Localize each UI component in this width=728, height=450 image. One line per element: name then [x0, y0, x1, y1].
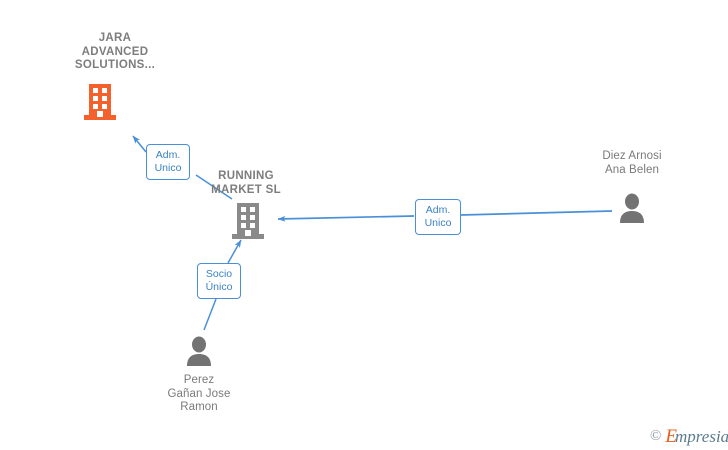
node-label-diez-arnosi: Diez Arnosi Ana Belen	[602, 150, 662, 176]
node-label-jara: JARA ADVANCED SOLUTIONS...	[74, 32, 156, 71]
node-label-running-market: RUNNING MARKET SL	[211, 170, 281, 196]
person-icon[interactable]	[184, 336, 214, 373]
edge-running-market-to-relation-jara	[195, 174, 233, 200]
edge-relation-jara-to-jara-building	[132, 135, 147, 153]
edge-relation-to-running-market-socio	[227, 239, 242, 264]
watermark-brand-initial: E	[665, 426, 678, 447]
copyright-icon: ©	[650, 428, 662, 444]
node-label-perez-ganan: Perez Gañan Jose Ramon	[167, 374, 231, 413]
watermark-brand-rest: mpresia	[675, 427, 728, 446]
person-icon[interactable]	[617, 193, 647, 230]
building-icon[interactable]	[83, 82, 119, 127]
relation-box-socio-unico[interactable]: Socio Único	[197, 263, 241, 299]
edge-relation-to-running-market	[277, 215, 415, 222]
building-icon[interactable]	[231, 201, 267, 246]
relation-box-adm-unico-jara[interactable]: Adm. Unico	[146, 144, 190, 180]
empresia-watermark: © E mpresia	[650, 427, 728, 446]
edge-perez-ganan-to-relation	[203, 298, 217, 331]
edge-diez-arnosi-to-relation	[460, 210, 613, 216]
relation-box-adm-unico-diez-arnosi[interactable]: Adm. Unico	[415, 199, 461, 235]
